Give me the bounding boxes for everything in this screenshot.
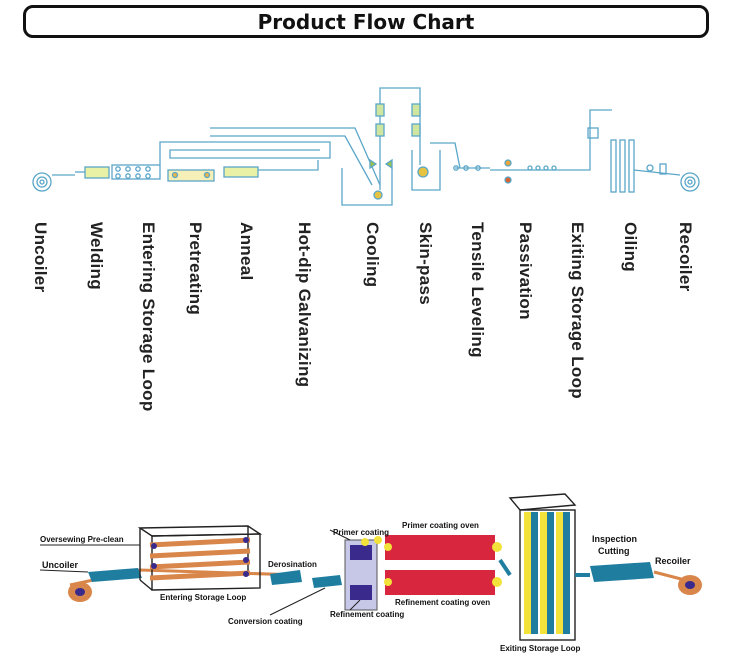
refinement-oven-label: Refinement coating oven <box>395 598 491 607</box>
passivation-roll <box>504 159 512 167</box>
stage-label: Skin-pass <box>416 222 435 306</box>
derosination-label: Derosination <box>268 560 317 569</box>
refinement-coating-oven <box>385 570 495 595</box>
primer-coating-label: Primer coating <box>333 528 390 537</box>
galvanizing-line-diagram <box>32 87 700 206</box>
conversion-label: Conversion coating <box>228 617 303 626</box>
entering-loop-rollers <box>111 164 161 180</box>
exiting-loop-tower <box>587 127 599 139</box>
stage-label: Pretreating <box>186 222 205 316</box>
cutting-label: Cutting <box>598 546 630 556</box>
stage-label: Entering Storage Loop <box>139 222 158 412</box>
pretreating-tank <box>167 169 215 182</box>
stage-label: Passivation <box>516 222 535 320</box>
recoiler-coil <box>680 172 700 192</box>
uncoiler-coil <box>32 172 52 192</box>
inspection-table <box>590 562 654 582</box>
page-title: Product Flow Chart <box>23 5 709 38</box>
stage-label: Recoiler <box>676 222 695 292</box>
zinc-pot <box>341 168 393 206</box>
recoiler-label: Recoiler <box>655 556 691 566</box>
exiting-loop-label: Exiting Storage Loop <box>500 644 581 653</box>
stage-label: Hot-dip Galvanizing <box>295 222 314 388</box>
primer-coating-oven <box>385 535 495 560</box>
uncoiler-label: Uncoiler <box>42 560 79 570</box>
entering-loop-label: Entering Storage Loop <box>160 593 247 602</box>
inspection-label: Inspection <box>592 534 638 544</box>
stage-label: Welding <box>87 222 106 290</box>
exiting-loop-tower <box>508 493 577 641</box>
stage-label: Uncoiler <box>31 222 50 293</box>
stage-label: Tensile Leveling <box>468 222 487 358</box>
skin-pass-tank <box>411 150 441 191</box>
stage-label: Cooling <box>363 222 382 288</box>
stage-label: Exiting Storage Loop <box>568 222 587 399</box>
oversewing-label: Oversewing Pre-clean <box>40 535 124 544</box>
stage-label: Oiling <box>621 222 640 272</box>
derosination-tank <box>270 570 302 585</box>
stage-label: Anneal <box>237 222 256 281</box>
anneal-furnace <box>223 166 259 178</box>
refinement-coating-label: Refinement coating <box>330 610 405 619</box>
primer-oven-label: Primer coating oven <box>402 521 479 530</box>
